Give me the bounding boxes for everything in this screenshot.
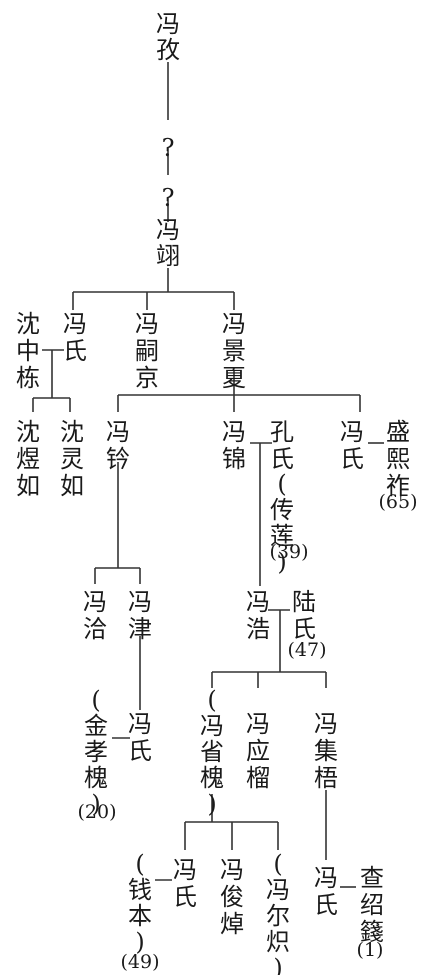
tree-connector-lines — [32, 62, 384, 888]
person-shen-yuru: 沈煜如 — [16, 418, 40, 500]
person-feng-erchi: (冯尔炽) — [266, 850, 290, 975]
annotations-layer: (39) (65) (47) (20) (49) (1) — [77, 491, 417, 973]
person-kong-chuanlian: (传莲) — [270, 470, 294, 576]
annotation-kong-chuanlian-number: (39) — [269, 541, 308, 563]
person-feng-shi-e: 冯氏 — [314, 864, 338, 919]
person-feng-junzhuo: 冯俊焯 — [220, 856, 244, 938]
annotation-zha-shaojian-number: (1) — [357, 939, 384, 961]
person-feng-jiwu: 冯集梧 — [314, 710, 338, 792]
person-feng-hao: 冯浩 — [246, 588, 270, 643]
person-feng-sijing: 冯嗣京 — [135, 310, 159, 392]
person-jin-xiaohuai: (金孝槐) — [84, 686, 108, 818]
person-feng-shi-a: 冯氏 — [63, 310, 87, 365]
person-feng-jin: 冯锦 — [222, 418, 246, 473]
person-feng-ling: 冯钤 — [106, 418, 130, 473]
person-shen-zhongdong: 沈中栋 — [16, 310, 40, 392]
person-feng-yingliu: 冯应榴 — [246, 710, 270, 792]
person-unknown-2: ? — [162, 184, 175, 212]
person-feng-jin2: 冯津 — [128, 588, 152, 643]
person-feng-yi: 冯翊 — [156, 216, 180, 270]
person-feng-shi-c: 冯氏 — [128, 710, 152, 765]
person-zha-shaojian: 查绍籛 — [360, 864, 384, 946]
annotation-jin-xiaohuai-number: (20) — [77, 801, 116, 823]
person-feng-shi-d: 冯氏 — [173, 856, 197, 911]
person-feng-shenghuai: (冯省槐) — [200, 686, 224, 818]
person-sheng-xizuo: 盛熙祚 — [386, 418, 410, 500]
person-qian-ben: (钱本) — [128, 850, 152, 956]
person-kong-shi: 孔氏 — [270, 418, 294, 473]
people-layer: 冯孜??冯翊沈中栋冯氏冯嗣京冯景夏沈煜如沈灵如冯钤冯锦孔氏(传莲)冯氏盛熙祚冯洽… — [16, 10, 410, 975]
annotation-qian-ben-number: (49) — [120, 951, 159, 973]
person-shen-lingru: 沈灵如 — [60, 418, 84, 500]
person-lu-shi: 陆氏 — [292, 588, 316, 643]
annotation-lu-shi-number: (47) — [287, 639, 326, 661]
person-feng-jingxia: 冯景夏 — [222, 310, 246, 392]
person-feng-qia: 冯洽 — [83, 588, 107, 643]
annotation-sheng-xizuo-number: (65) — [378, 491, 417, 513]
person-unknown-1: ? — [162, 134, 175, 162]
person-feng-shi-b: 冯氏 — [340, 418, 364, 473]
person-feng-mei: 冯孜 — [156, 10, 180, 64]
